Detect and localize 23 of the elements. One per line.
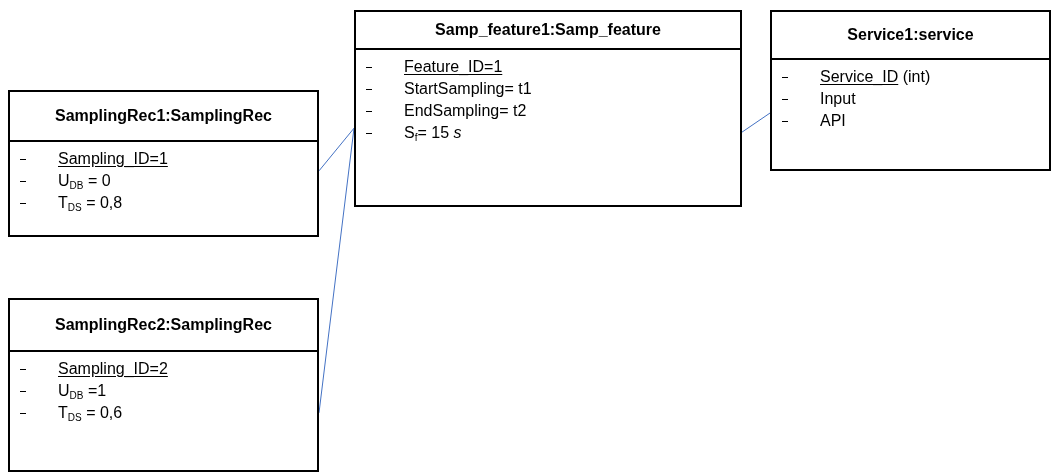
- attribute-text: Service_ID (int): [820, 68, 931, 86]
- attribute-text: EndSampling= t2: [404, 102, 527, 120]
- attribute-text: Sampling_ID=1: [58, 150, 168, 168]
- attribute-text: Sampling_ID=2: [58, 360, 168, 378]
- attribute-text: U$_{DB}$ =1: [58, 381, 107, 401]
- attribute-text: Feature_ID=1: [404, 58, 503, 76]
- object-title: Service1:service: [772, 12, 1049, 60]
- object-title: SamplingRec2:SamplingRec: [10, 300, 317, 352]
- attribute-text: S$_{f}$= 15 s: [404, 123, 462, 143]
- attribute-text: StartSampling= t1: [404, 80, 532, 98]
- attribute-text: Input: [820, 90, 856, 108]
- object-title: Samp_feature1:Samp_feature: [356, 12, 740, 50]
- object-title: SamplingRec1:SamplingRec: [10, 92, 317, 142]
- object-box: [8, 90, 319, 237]
- attribute-text: U$_{DB}$ = 0: [58, 171, 111, 191]
- object-box: [354, 10, 742, 207]
- attribute-text: T$_{DS}$ = 0,6: [58, 403, 123, 423]
- attribute-text: API: [820, 112, 846, 130]
- attribute-text: T$_{DS}$ = 0,8: [58, 193, 123, 213]
- object-box: [8, 298, 319, 472]
- connector-line: [741, 112, 771, 133]
- object-box: [770, 10, 1051, 171]
- connector-line: [318, 127, 355, 172]
